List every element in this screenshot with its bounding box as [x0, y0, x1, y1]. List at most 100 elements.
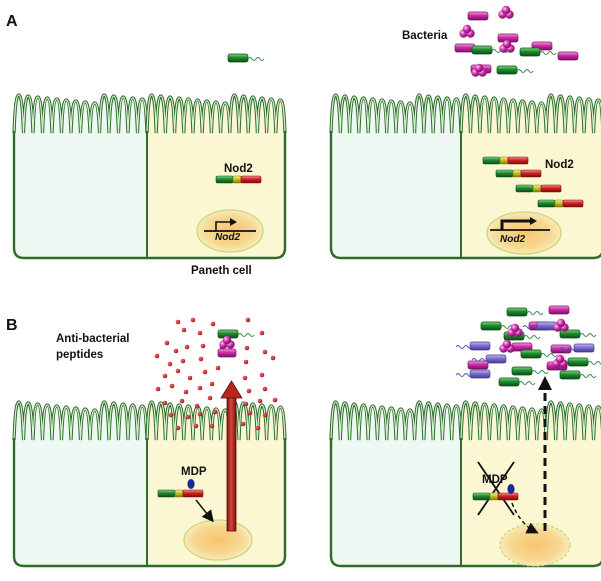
- b-bacterium-14-flagellum: [587, 361, 601, 365]
- arrows: [195, 376, 552, 534]
- b-right-enterocyte-villi-fill: [331, 402, 461, 440]
- peptide-dot-47: [262, 412, 268, 418]
- a-right-nod2-3-red: [540, 184, 562, 193]
- a-right-nod2-4-yellow: [554, 199, 564, 208]
- b-left-bacteria-ball-lobe-2: [222, 335, 232, 345]
- b-right-nod2-red: [497, 492, 519, 501]
- a-bacterium-7-flagellum: [539, 51, 557, 55]
- b-bacterium-4-flagellum: [522, 325, 540, 329]
- a-right-enterocyte-body: [331, 131, 461, 258]
- b-bacterium-1: [548, 305, 570, 315]
- nod2-protein-label-left: Nod2: [224, 163, 253, 175]
- b-bacteria-ball-2-lobe-2: [555, 354, 565, 364]
- epithelium-cells: [12, 93, 601, 568]
- b-left-villi-highlight-1: [146, 401, 286, 441]
- a-right-nod2-gene-promoter-head: [530, 217, 537, 225]
- peptide-dot-24: [202, 369, 208, 375]
- a-bacterium-8: [496, 65, 518, 75]
- peptide-dot-37: [194, 403, 200, 409]
- a-right-nod2-1-yellow: [499, 156, 509, 165]
- peptide-dot-11: [200, 343, 206, 349]
- a-left-nod2-gene-promoter-arrow: [215, 221, 230, 231]
- molecules: [154, 5, 601, 501]
- peptide-dot-5: [197, 330, 203, 336]
- a-right-nod2-3-yellow: [532, 184, 542, 193]
- peptides-label-line2: peptides: [56, 349, 103, 361]
- b-left-nod2-green: [157, 489, 176, 498]
- peptide-dot-30: [183, 389, 189, 395]
- b-left-villi-highlight-0: [13, 401, 148, 441]
- b-bacterium-9-flagellum: [540, 353, 558, 357]
- peptide-dot-19: [243, 359, 249, 365]
- b-right-paneth-body: [461, 438, 601, 566]
- a-bacterium-7: [519, 47, 541, 57]
- peptide-dot-40: [257, 398, 263, 404]
- peptide-dot-51: [240, 421, 246, 427]
- b-left-nod2-yellow: [174, 489, 184, 498]
- b-bacterium-0-flagellum: [526, 311, 544, 315]
- a-right-nod2-1-green: [482, 156, 501, 165]
- peptide-dot-15: [154, 353, 160, 359]
- b-bacterium-19-flagellum: [579, 374, 597, 378]
- b-left-bacterium-magenta: [217, 348, 237, 358]
- a-right-enterocyte-villi-fill: [331, 95, 461, 133]
- a-left-cell-outline: [12, 131, 287, 260]
- peptide-dot-45: [212, 409, 218, 415]
- panel-b-letter: B: [6, 317, 18, 334]
- a-right-nod2-2-green: [495, 169, 514, 178]
- b-left-signal-arrow: [195, 499, 214, 523]
- b-bacterium-13: [467, 360, 489, 370]
- peptide-dot-27: [259, 372, 265, 378]
- panel-a-letter: A: [6, 13, 18, 30]
- b-bacterium-15: [469, 369, 491, 379]
- peptide-dot-17: [180, 358, 186, 364]
- peptide-dot-36: [179, 398, 185, 404]
- mdp-label-left: MDP: [181, 466, 207, 478]
- peptides-label-line1: Anti-bacterial: [56, 333, 130, 345]
- a-left-bacterium: [227, 53, 249, 63]
- peptide-dot-22: [175, 368, 181, 374]
- b-bacterium-8: [469, 341, 491, 351]
- b-bacterium-5-flagellum: [579, 333, 597, 337]
- a-bacterium-6: [471, 45, 493, 55]
- b-bacterium-11: [573, 343, 595, 353]
- b-bacterium-18: [498, 377, 520, 387]
- b-right-cell-outline: [329, 438, 601, 568]
- a-right-cell-outline: [329, 131, 601, 260]
- paneth-cell-label: Paneth cell: [191, 265, 252, 277]
- b-left-nod2-red: [182, 489, 204, 498]
- b-right-export-arrow-head: [538, 376, 552, 390]
- a-right-villi-highlight-1: [460, 94, 601, 134]
- peptide-dot-13: [244, 345, 250, 351]
- b-bacterium-6-flagellum: [523, 335, 541, 339]
- a-left-nod2-protein-red: [240, 175, 262, 184]
- b-bacterium-15-flagellum: [455, 373, 473, 377]
- b-left-bacterium-green-flagellum: [237, 333, 255, 337]
- peptide-dot-33: [246, 388, 252, 394]
- a-left-enterocyte-villi-fill: [14, 95, 147, 133]
- b-right-nucleus: [499, 523, 571, 567]
- peptide-dot-26: [242, 375, 248, 381]
- nod2-protein-label-right: Nod2: [545, 159, 574, 171]
- b-bacterium-12: [485, 354, 507, 364]
- peptide-dot-10: [184, 344, 190, 350]
- peptide-dot-2: [210, 321, 216, 327]
- peptide-dot-52: [255, 425, 261, 431]
- b-right-enterocyte-body: [331, 438, 461, 566]
- b-bacteria-ball-3-lobe-2: [510, 323, 520, 333]
- mdp-label-right: MDP: [482, 474, 508, 486]
- b-left-cell-outline: [12, 438, 287, 568]
- peptide-dot-43: [185, 414, 191, 420]
- peptide-dot-18: [198, 356, 204, 362]
- peptide-dot-8: [164, 340, 170, 346]
- peptide-dot-23: [187, 375, 193, 381]
- b-bacteria-ball-0-lobe-2: [556, 318, 566, 328]
- a-bacteria-ball-1-lobe-2: [462, 24, 472, 34]
- b-bacterium-16: [511, 366, 533, 376]
- peptide-dot-49: [193, 423, 199, 429]
- b-left-enterocyte-villi-fill: [14, 402, 147, 440]
- b-bacteria-ball-1-lobe-2: [502, 339, 512, 349]
- b-right-nod2-green: [472, 492, 491, 501]
- a-left-villi-highlight-1: [146, 94, 286, 134]
- b-bacterium-5: [559, 329, 581, 339]
